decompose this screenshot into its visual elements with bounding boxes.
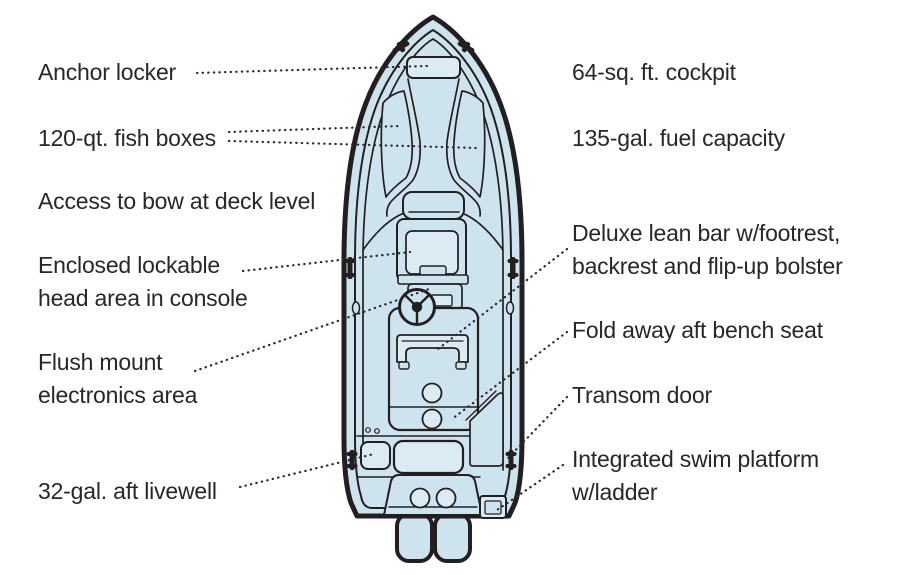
- head-area-door: [419, 265, 447, 276]
- cleat-icon: [344, 257, 356, 279]
- transom-door-panel: [469, 392, 504, 467]
- leader-head-area: [241, 250, 412, 273]
- label-fuel-capacity: 135-gal. fuel capacity: [572, 125, 785, 151]
- leader-bench-seat: [450, 330, 569, 421]
- splashwell-fitting-port: [409, 487, 431, 509]
- label-lean-bar: Deluxe lean bar w/footrest, backrest and…: [572, 220, 843, 279]
- label-swim-platform: Integrated swim platform w/ladder: [572, 446, 820, 505]
- label-electronics: Flush mount electronics area: [38, 349, 198, 408]
- aft-bench-seat: [392, 439, 465, 475]
- ladder-icon: [479, 495, 507, 519]
- cleat-icon: [505, 450, 517, 470]
- leader-fish-box-port: [227, 124, 402, 134]
- footrest-bar: [396, 334, 469, 363]
- engine-pod-port: [395, 512, 434, 563]
- livewell-hatch: [360, 441, 391, 470]
- cleat-icon: [346, 450, 358, 470]
- label-cockpit: 64-sq. ft. cockpit: [572, 59, 736, 85]
- label-head-area: Enclosed lockable head area in console: [38, 252, 248, 311]
- cleat-icon: [507, 257, 519, 279]
- leader-lean-bar: [436, 247, 569, 351]
- label-bench-seat: Fold away aft bench seat: [572, 317, 823, 343]
- footrest-foot-port: [398, 361, 410, 370]
- label-fish-boxes: 120-qt. fish boxes: [38, 125, 216, 151]
- bow-walkway: [385, 78, 482, 217]
- leader-livewell: [238, 452, 376, 489]
- cleat-icon: [392, 41, 410, 53]
- leader-swim-platform: [495, 463, 565, 512]
- cup-holder-forward: [421, 382, 443, 404]
- deck-screw: [365, 427, 371, 433]
- splashwell: [383, 474, 483, 516]
- footrest-foot-starboard: [455, 361, 467, 370]
- console-seat: [402, 191, 465, 220]
- label-livewell: 32-gal. aft livewell: [38, 478, 217, 504]
- fish-box-starboard: [452, 90, 486, 198]
- label-transom-door: Transom door: [572, 382, 712, 408]
- splashwell-fitting-starboard: [435, 487, 457, 509]
- side-deck-line: [362, 38, 504, 471]
- cleat-icon: [457, 41, 475, 53]
- leader-anchor-locker: [195, 64, 429, 75]
- leader-fish-box-starboard: [227, 139, 479, 150]
- steering-wheel-icon: [398, 288, 436, 326]
- deck-screw: [374, 428, 380, 434]
- leader-electronics: [193, 287, 431, 373]
- console-base-lip: [397, 274, 469, 285]
- rod-holder: [351, 301, 361, 315]
- boat: [341, 14, 525, 563]
- engine-pod-starboard: [433, 512, 472, 563]
- label-anchor-locker: Anchor locker: [38, 59, 177, 85]
- fish-box-port: [380, 90, 414, 198]
- rod-holder: [505, 301, 515, 315]
- transom-door-slant: [465, 390, 497, 421]
- leader-lines: [193, 64, 569, 512]
- anchor-locker-hatch: [406, 56, 461, 79]
- label-bow-access: Access to bow at deck level: [38, 188, 316, 214]
- cup-holder-aft: [421, 408, 443, 430]
